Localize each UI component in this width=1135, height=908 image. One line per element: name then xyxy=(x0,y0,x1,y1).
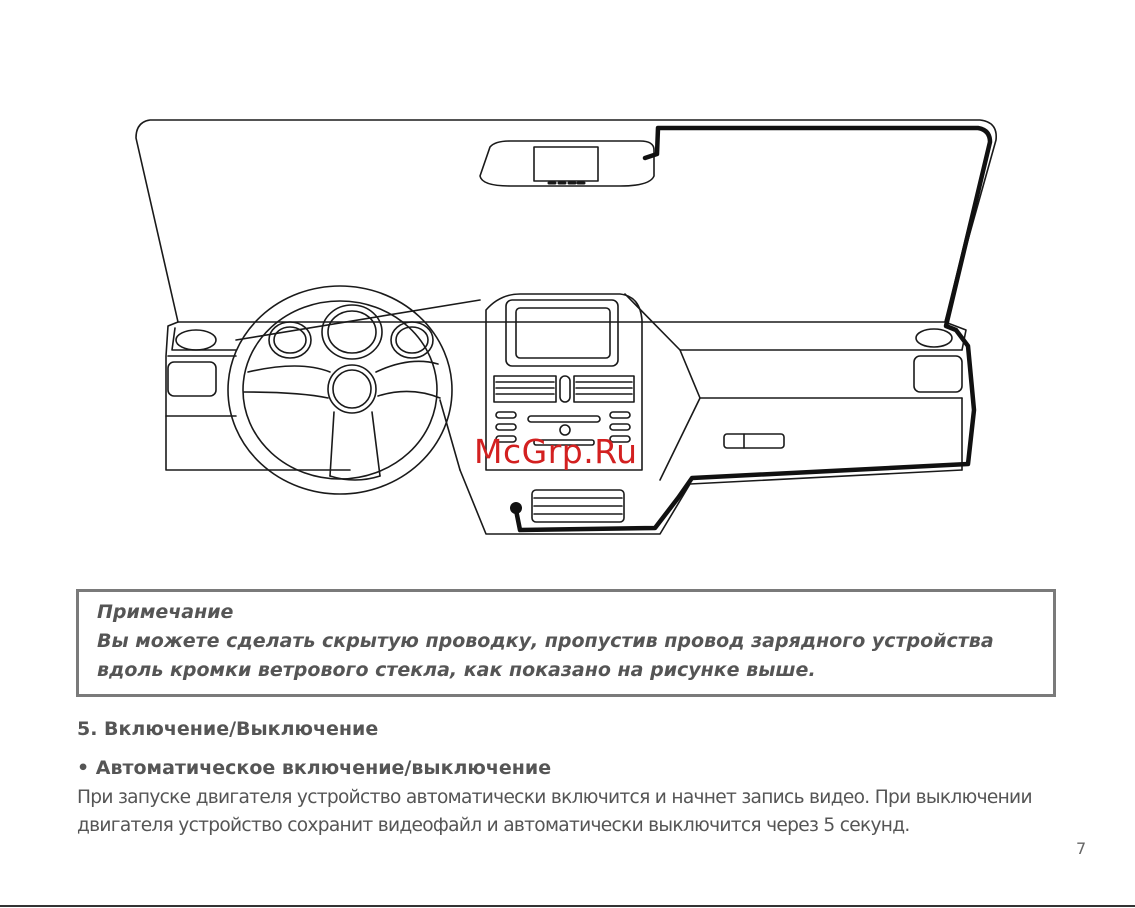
note-text-line-1: Вы можете сделать скрытую проводку, проп… xyxy=(97,630,994,652)
steering-wheel xyxy=(227,285,453,495)
page-number: 7 xyxy=(1076,839,1087,858)
right-round-vent xyxy=(915,328,953,348)
left-round-vent xyxy=(175,329,217,351)
body-text-line-2: двигателя устройство сохранит видеофайл … xyxy=(77,815,910,836)
left-gauge xyxy=(268,321,312,359)
note-text-line-2: вдоль кромки ветрового стекла, как показ… xyxy=(97,659,816,681)
section-heading: 5. Включение/Выключение xyxy=(77,718,379,740)
windshield-outline xyxy=(135,119,997,323)
center-console xyxy=(485,293,643,523)
sub-heading: • Автоматическое включение/выключение xyxy=(77,757,552,779)
bottom-divider xyxy=(0,905,1135,907)
watermark-text: McGrp.Ru xyxy=(474,432,638,471)
dashboard-top xyxy=(165,321,351,471)
car-dashboard-illustration xyxy=(135,119,997,535)
right-gauge xyxy=(390,321,434,359)
body-text-line-1: При запуске двигателя устройство автомат… xyxy=(77,787,1033,808)
charger-cable xyxy=(513,125,993,533)
center-gauge xyxy=(321,304,383,360)
left-square-vent xyxy=(167,361,217,397)
glovebox-handle xyxy=(723,433,785,449)
note-box: Примечание Вы можете сделать скрытую про… xyxy=(76,589,1056,697)
cable-plug xyxy=(510,502,522,514)
right-square-vent xyxy=(913,355,963,393)
rearview-mirror xyxy=(479,140,655,187)
note-title: Примечание xyxy=(97,601,234,623)
